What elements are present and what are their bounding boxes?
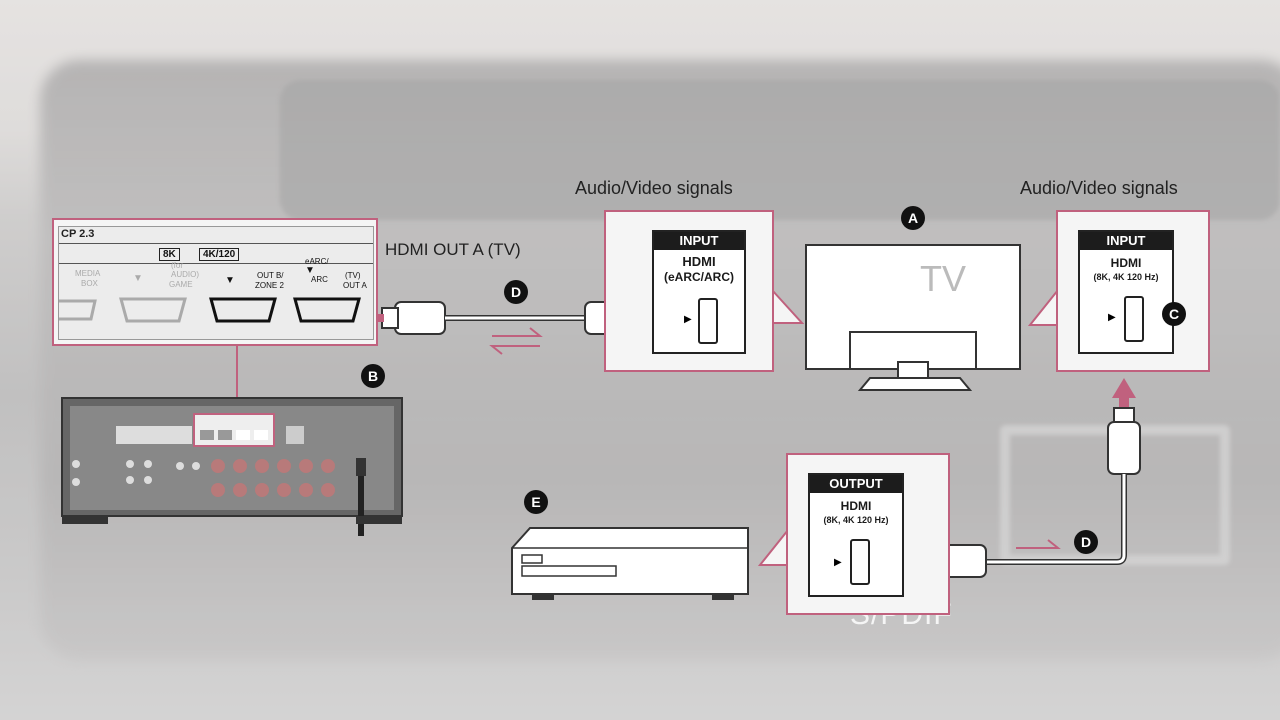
marker-e: E [524,490,548,514]
output-spec: (8K, 4K 120 Hz) [823,515,889,525]
output-callout-box: OUTPUT HDMI (8K, 4K 120 Hz) ▶ [786,453,950,615]
right-input-hdmi: HDMI [1110,256,1142,270]
tv-input-hdmi-jack [698,298,718,344]
signal-label-left: Audio/Video signals [575,178,733,198]
output-hdmi: HDMI [840,499,872,513]
right-input-hdmi-jack [1124,296,1144,342]
tv-input-tag: INPUT [654,232,744,250]
tv-input-hdmi: HDMI [682,254,716,269]
right-input-arrow-icon: ▶ [1108,312,1116,323]
output-hdmi-jack [850,539,870,585]
panel-divider-2 [59,263,373,264]
marker-c: C [1162,302,1186,326]
tv-input-earc: (eARC/ARC) [664,270,734,284]
hdmi-out-a-label: HDMI OUT A (TV) [385,240,521,259]
tv-input-panel: INPUT HDMI (eARC/ARC) ▶ [652,230,746,354]
source-device-illustration [511,527,749,600]
out-b-label-2: ZONE 2 [255,281,284,290]
for-audio-label-1: (for [171,261,183,270]
tv-label-2: OUT A [343,281,367,290]
for-audio-label-2: AUDIO) [171,270,199,279]
output-callout [757,527,789,566]
marker-a: A [901,206,925,230]
earc-label-2: ARC [311,275,328,284]
signal-arrow-right [1016,539,1061,549]
right-input-callout-box: INPUT HDMI (8K, 4K 120 Hz) ▶ C [1056,210,1210,372]
badge-4k120: 4K/120 [199,248,240,261]
right-input-spec: (8K, 4K 120 Hz) [1093,272,1159,282]
earc-triangle-icon: ▼ [305,265,315,276]
receiver-illustration [61,397,403,536]
right-input-callout [1027,287,1059,326]
cp-label: CP 2.3 [61,228,95,240]
badge-8k: 8K [159,248,180,261]
receiver-panel-callout: CP 2.3 8K 4K/120 MEDIA BOX ▼ (for AUDIO)… [52,218,378,346]
receiver-hdmi-jacks [59,297,361,323]
box-label: BOX [81,279,98,288]
output-tag: OUTPUT [810,475,902,493]
right-input-tag: INPUT [1080,232,1172,250]
marker-d-top: D [504,280,528,304]
tv-label: TV [920,258,967,299]
earc-label-1: eARC/ [305,257,329,266]
media-label: MEDIA [75,269,101,278]
marker-b: B [361,364,385,388]
tv-label-1: (TV) [345,271,361,280]
out-b-label-1: OUT B/ [257,271,284,280]
triangle-icon: ▼ [133,273,143,284]
marker-d-bottom: D [1074,530,1098,554]
tv-input-callout [771,287,805,324]
receiver-panel-inner: CP 2.3 8K 4K/120 MEDIA BOX ▼ (for AUDIO)… [58,226,374,340]
out-a-triangle-icon: ▼ [225,275,235,286]
bidirectional-signal-arrows [489,327,543,355]
tv-illustration [805,244,1021,391]
panel-divider [59,243,373,244]
right-input-panel: INPUT HDMI (8K, 4K 120 Hz) ▶ [1078,230,1174,354]
signal-label-right: Audio/Video signals [1020,178,1178,198]
background-speaker-grille [280,80,1280,220]
output-arrow-icon: ▶ [834,557,842,568]
tv-input-callout-box: INPUT HDMI (eARC/ARC) ▶ [604,210,774,372]
output-panel: OUTPUT HDMI (8K, 4K 120 Hz) ▶ [808,473,904,597]
tv-input-arrow-icon: ▶ [684,314,692,325]
game-label: GAME [169,280,193,289]
